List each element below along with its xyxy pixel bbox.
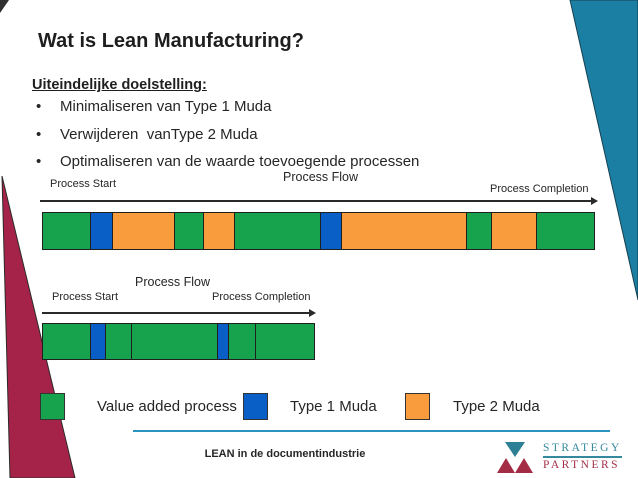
bullet-text: Minimaliseren van Type 1 Muda xyxy=(60,98,272,115)
bar-segment-value xyxy=(536,213,594,249)
bullet-item: • Optimaliseren van de waarde toevoegende… xyxy=(36,153,516,170)
diagram1-arrow-line xyxy=(40,200,591,202)
logo-triangle-down-icon xyxy=(505,442,525,457)
bar-segment-value xyxy=(227,324,255,359)
legend-label-type2-muda: Type 2 Muda xyxy=(453,398,540,415)
legend-swatch-type1-muda xyxy=(243,393,268,420)
diagram2-process-completion-label: Process Completion xyxy=(212,291,311,303)
diagram2-process-start-label: Process Start xyxy=(52,291,119,303)
bar-segment-value xyxy=(254,324,314,359)
bar-segment-type1 xyxy=(319,213,341,249)
legend-swatch-type2-muda xyxy=(405,393,430,420)
bar-segment-value xyxy=(43,324,90,359)
bar-segment-value xyxy=(131,324,217,359)
logo-divider-line xyxy=(543,456,622,458)
goal-bullet-list: • Minimaliseren van Type 1 Muda • Verwijde… xyxy=(36,98,516,181)
bar-segment-type2 xyxy=(111,213,175,249)
bar-segment-type1 xyxy=(89,213,112,249)
bullet-item: • Minimaliseren van Type 1 Muda xyxy=(36,98,516,115)
logo-partners-text: PARTNERS xyxy=(543,459,621,471)
logo-triangle-up-left-icon xyxy=(497,458,515,473)
footer-divider-line xyxy=(133,430,610,432)
top-left-corner-tick xyxy=(0,0,9,13)
bar-segment-type2 xyxy=(491,213,537,249)
bar-segment-value xyxy=(233,213,320,249)
bar-segment-value xyxy=(43,213,90,249)
legend-label-value-added: Value added process xyxy=(97,398,237,415)
bullet-text: Optimaliseren van de waarde toevoegende … xyxy=(60,153,420,170)
bullet-item: • Verwijderen vanType 2 Muda xyxy=(36,126,516,143)
diagram2-process-flow-label: Process Flow xyxy=(135,275,211,289)
diagram2-arrow-line xyxy=(42,312,309,314)
bar-segment-type1 xyxy=(89,324,106,359)
bullet-glyph: • xyxy=(36,153,42,170)
bullet-glyph: • xyxy=(36,125,42,143)
logo-triangle-up-right-icon xyxy=(515,458,533,473)
goal-subtitle: Uiteindelijke doelstelling: xyxy=(32,77,207,93)
diagram2-process-bar xyxy=(42,323,315,360)
bar-segment-value xyxy=(105,324,132,359)
bar-segment-value xyxy=(174,213,203,249)
bar-segment-type2 xyxy=(340,213,466,249)
diagram1-process-bar xyxy=(42,212,595,250)
legend-label-type1-muda: Type 1 Muda xyxy=(290,398,377,415)
bullet-glyph: • xyxy=(36,98,42,115)
diagram1-process-completion-label: Process Completion xyxy=(490,183,589,195)
logo-strategy-text: STRATEGY xyxy=(543,442,622,454)
diagram1-process-start-label: Process Start xyxy=(50,178,117,190)
bar-segment-type1 xyxy=(216,324,228,359)
legend-swatch-value-added xyxy=(40,393,65,420)
bar-segment-value xyxy=(465,213,492,249)
page-title: Wat is Lean Manufacturing? xyxy=(38,30,304,52)
diagram1-process-flow-label: Process Flow xyxy=(283,170,359,184)
top-right-teal-wedge xyxy=(569,0,638,301)
footer-text: LEAN in de documentindustrie xyxy=(204,448,366,460)
diagram1-arrow-head xyxy=(591,197,598,205)
diagram2-arrow-head xyxy=(309,309,316,317)
bullet-text: Verwijderen vanType 2 Muda xyxy=(60,125,258,143)
bar-segment-type2 xyxy=(202,213,234,249)
